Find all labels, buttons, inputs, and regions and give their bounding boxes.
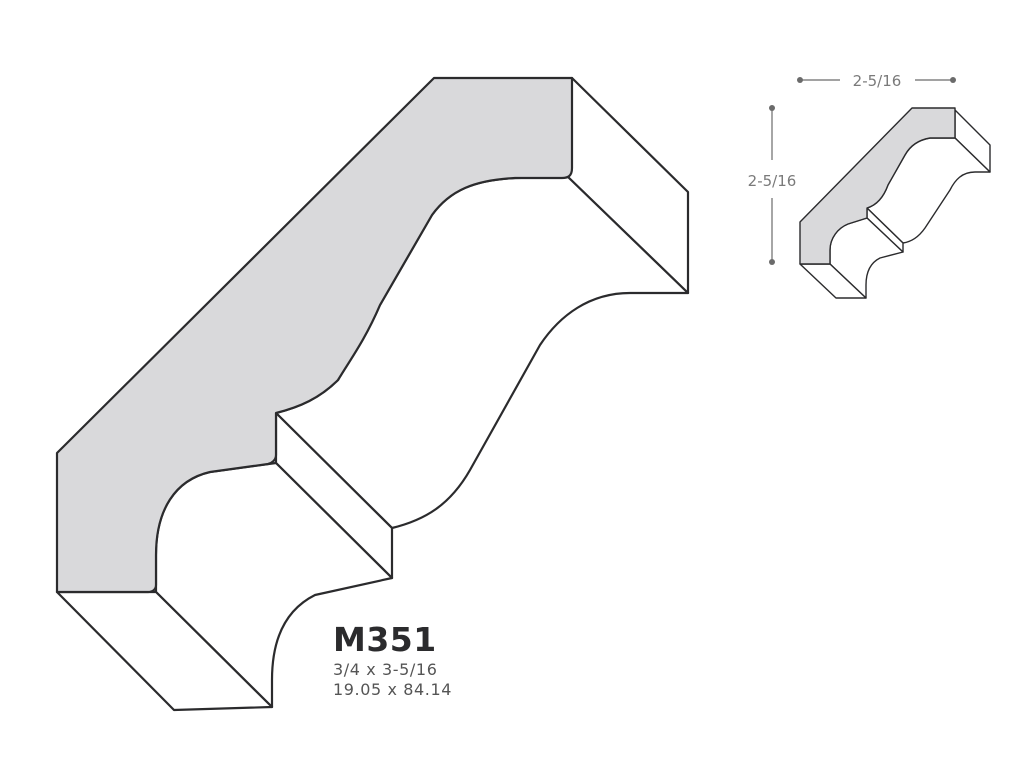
- width-dimension: 2-5/16: [797, 72, 956, 90]
- height-dimension-end-dot: [769, 259, 775, 265]
- height-dimension-label: 2-5/16: [748, 172, 797, 190]
- width-dimension-label: 2-5/16: [853, 72, 902, 90]
- width-dimension-start-dot: [797, 77, 803, 83]
- height-dimension-start-dot: [769, 105, 775, 111]
- width-dimension-end-dot: [950, 77, 956, 83]
- product-label: M351 3/4 x 3-5/16 19.05 x 84.14: [333, 620, 452, 700]
- height-dimension: 2-5/16: [748, 105, 797, 265]
- size-metric: 19.05 x 84.14: [333, 680, 453, 699]
- thumbnail-moulding-view: [799, 107, 991, 299]
- large-moulding-view: [55, 76, 690, 712]
- model-number: M351: [333, 620, 437, 659]
- moulding-profile-section: [55, 76, 574, 594]
- thumb-profile-section: [799, 107, 956, 265]
- size-imperial: 3/4 x 3-5/16: [333, 660, 438, 679]
